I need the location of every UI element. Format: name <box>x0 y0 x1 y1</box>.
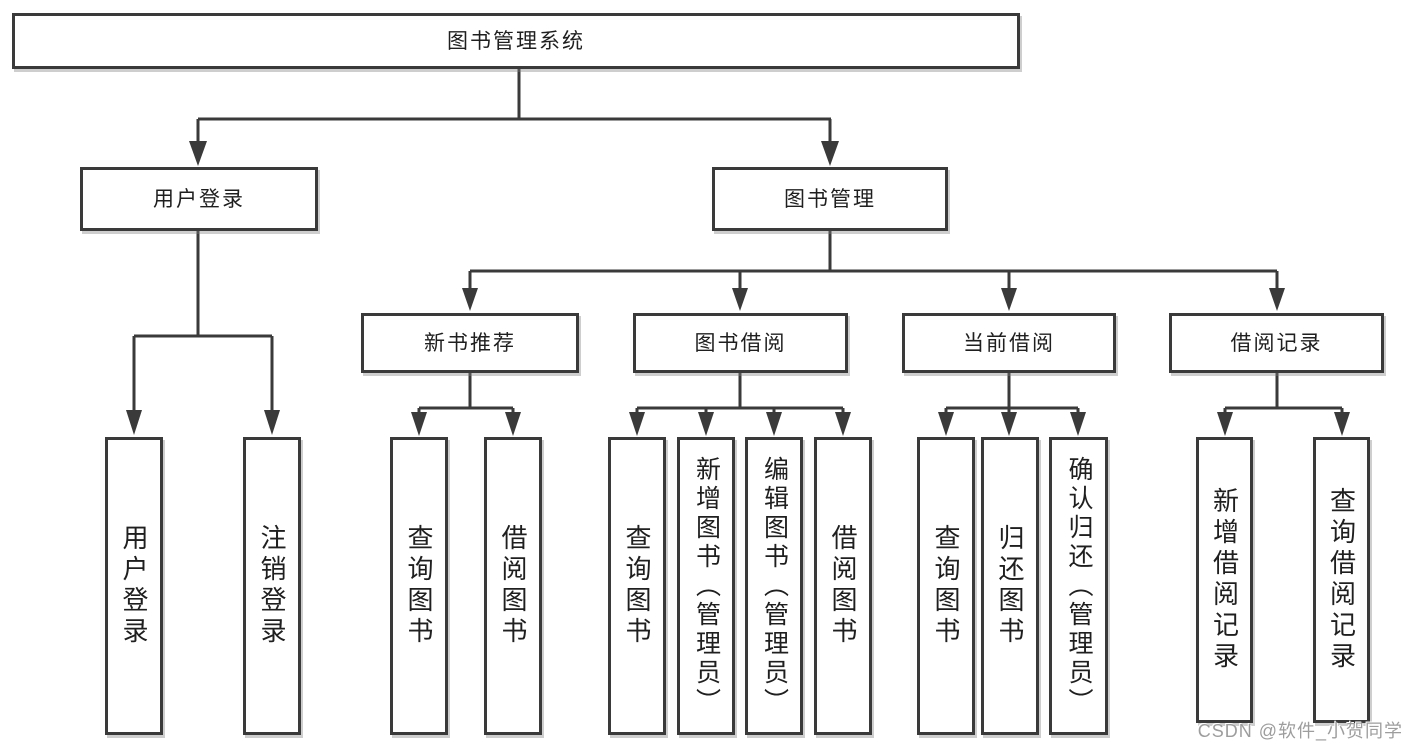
node-library-management-system: 图书管理系统 <box>12 13 1020 69</box>
leaf-record-add-borrow-record: 新增借阅记录 <box>1196 437 1253 723</box>
connector-root-to-branches <box>189 69 839 166</box>
leaf-borrowing-edit-books-admin: 编辑图书（管理员） <box>745 437 803 735</box>
leaf-newrec-borrow-books: 借阅图书 <box>484 437 542 735</box>
leaf-newrec-query-books: 查询图书 <box>390 437 448 735</box>
node-current-borrowing: 当前借阅 <box>902 313 1116 373</box>
node-user-login-branch: 用户登录 <box>80 167 318 231</box>
node-book-borrowing: 图书借阅 <box>633 313 848 373</box>
node-book-management-branch: 图书管理 <box>712 167 948 231</box>
connector-book-management-group <box>462 231 1285 311</box>
leaf-borrowing-borrow-books: 借阅图书 <box>814 437 872 735</box>
csdn-watermark: CSDN @软件_小贺同学 <box>1197 721 1403 741</box>
connector-current-borrow-group <box>938 373 1086 436</box>
leaf-user-login: 用户登录 <box>105 437 163 735</box>
leaf-borrowing-query-books: 查询图书 <box>608 437 666 735</box>
connector-borrow-record-group <box>1217 373 1350 436</box>
node-new-book-recommend: 新书推荐 <box>361 313 579 373</box>
leaf-logout: 注销登录 <box>243 437 301 735</box>
connector-book-borrow-group <box>629 373 851 436</box>
leaf-current-confirm-return-admin: 确认归还（管理员） <box>1049 437 1108 735</box>
connector-new-book-group <box>411 373 521 436</box>
node-borrowing-records: 借阅记录 <box>1169 313 1384 373</box>
connector-user-login-group <box>126 231 280 435</box>
leaf-borrowing-add-books-admin: 新增图书（管理员） <box>677 437 735 735</box>
leaf-current-query-books: 查询图书 <box>917 437 975 735</box>
leaf-current-return-books: 归还图书 <box>981 437 1039 735</box>
leaf-record-query-borrow-record: 查询借阅记录 <box>1313 437 1370 723</box>
